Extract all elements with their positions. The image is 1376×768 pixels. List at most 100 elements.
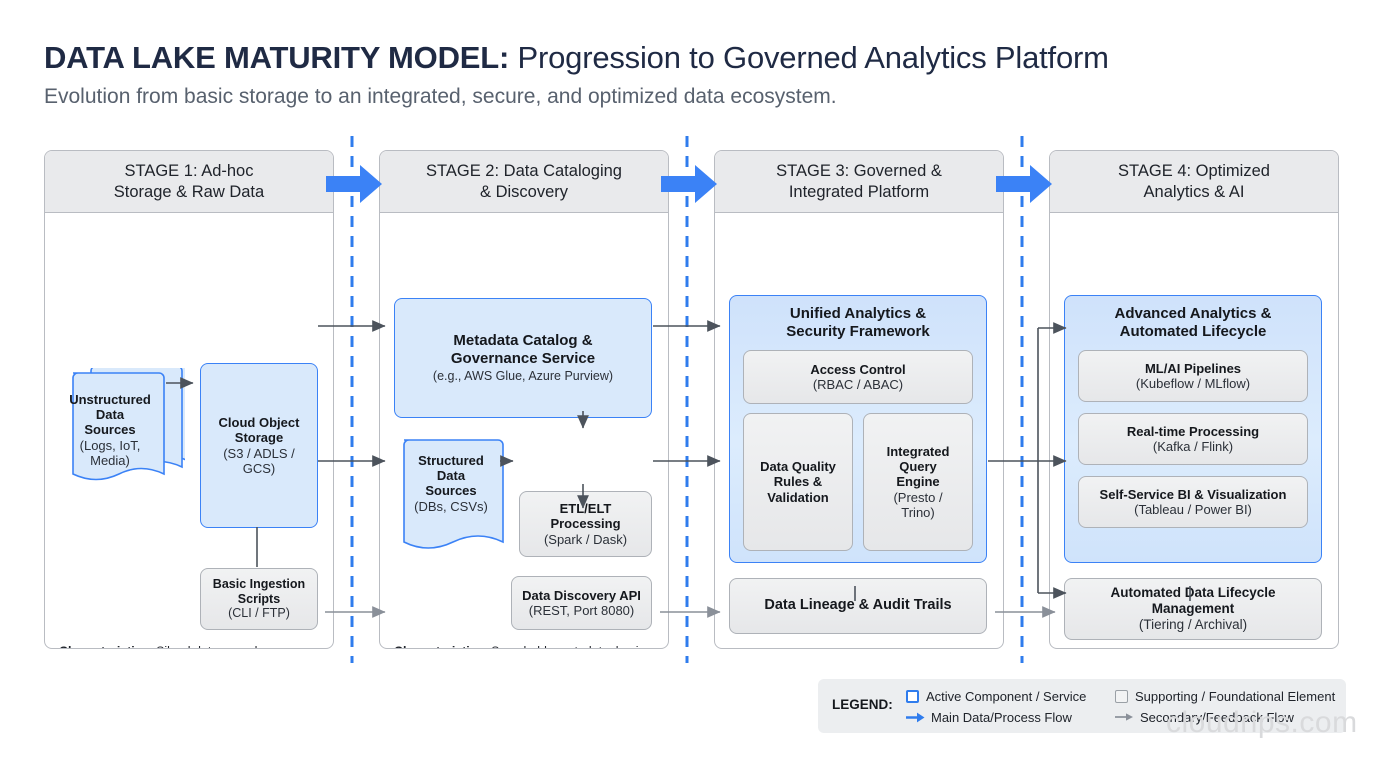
node-structured-data-sources[interactable]: Structured Data Sources (DBs, CSVs) <box>398 435 504 559</box>
stage-2-header-line1: STAGE 2: Data Cataloging <box>426 161 622 180</box>
node-data-quality-rules[interactable]: Data Quality Rules & Validation <box>743 413 853 551</box>
page-title-light: Progression to Governed Analytics Platfo… <box>509 40 1109 75</box>
page-subtitle: Evolution from basic storage to an integ… <box>44 85 837 108</box>
node-integrated-query-engine[interactable]: Integrated Query Engine (Presto / Trino) <box>863 413 973 551</box>
stage-3-characteristics: Characteristics: Defined policies, secur… <box>729 647 991 649</box>
realtime-title-1: Real-time Processing <box>1126 423 1260 439</box>
node-metadata-catalog[interactable]: Metadata Catalog & Governance Service (e… <box>394 298 652 418</box>
legend-item-main-flow-label: Main Data/Process Flow <box>931 710 1072 725</box>
cloud-storage-title-1: Cloud Object <box>218 414 300 430</box>
stage-1-characteristics: Characteristics: Siloed data, no schema,… <box>59 643 321 648</box>
query-engine-title-1: Integrated <box>886 443 950 459</box>
node-basic-ingestion-scripts[interactable]: Basic Ingestion Scripts (CLI / FTP) <box>200 568 318 630</box>
stage-2-header-line2: & Discovery <box>479 182 569 201</box>
realtime-sub-1: (Kafka / Flink) <box>1152 439 1234 454</box>
data-quality-title-1: Data Quality <box>760 459 836 474</box>
framework3-title-1: Unified Analytics & <box>789 305 927 322</box>
unstructured-sub-1: (Logs, IoT, <box>79 437 141 453</box>
ml-pipelines-sub-1: (Kubeflow / MLflow) <box>1135 376 1251 391</box>
active-component-swatch-icon <box>906 690 919 703</box>
query-engine-sub-2: Trino) <box>901 504 935 520</box>
query-engine-title-2: Query <box>899 459 937 474</box>
stage-2-body: Metadata Catalog & Governance Service (e… <box>380 213 668 648</box>
framework3-title-2: Security Framework <box>786 322 930 340</box>
access-control-title-1: Access Control <box>810 361 906 377</box>
stage-4-header-line2: Analytics & AI <box>1143 182 1245 201</box>
discovery-api-sub-1: (REST, Port 8080) <box>528 603 635 618</box>
ingestion-title-1: Basic Ingestion <box>212 576 306 591</box>
unstructured-title-3: Sources <box>84 422 136 438</box>
main-flow-arrow-icon <box>906 712 925 723</box>
stage-4-body: Advanced Analytics & Automated Lifecycle… <box>1050 213 1338 649</box>
stage-1-header-line1: STAGE 1: Ad-hoc <box>124 161 254 180</box>
structured-title-1: Structured <box>418 453 484 468</box>
node-access-control[interactable]: Access Control (RBAC / ABAC) <box>743 350 973 404</box>
query-engine-sub-1: (Presto / <box>893 489 943 505</box>
stage-3-body: Unified Analytics & Security Framework A… <box>715 213 1003 649</box>
framework4-title-1: Advanced Analytics & <box>1114 305 1272 322</box>
legend-item-secondary-flow: Secondary/Feedback Flow <box>1115 710 1294 725</box>
node-realtime-processing[interactable]: Real-time Processing (Kafka / Flink) <box>1078 413 1308 465</box>
structured-title-3: Sources <box>425 483 477 499</box>
stage-panel-3[interactable]: STAGE 3: Governed & Integrated Platform U… <box>714 150 1004 649</box>
stage-4-characteristics-label: Characteristics: <box>1064 648 1158 649</box>
supporting-element-swatch-icon <box>1115 690 1128 703</box>
data-quality-title-3: Validation <box>767 489 829 505</box>
data-quality-title-2: Rules & <box>773 474 823 490</box>
self-service-bi-title-1: Self-Service BI & Visualization <box>1099 486 1287 502</box>
secondary-flow-arrow-icon <box>1115 713 1133 721</box>
stage-4-characteristics: Characteristics: Predictive insights, co… <box>1064 647 1326 649</box>
stage-2-characteristics-text: Searchable metadata, basic schema infere… <box>394 644 645 648</box>
node-self-service-bi[interactable]: Self-Service BI & Visualization (Tableau… <box>1078 476 1308 528</box>
stage-3-header: STAGE 3: Governed & Integrated Platform <box>715 151 1003 213</box>
stage-3-header-line2: Integrated Platform <box>788 182 930 201</box>
node-unstructured-data-sources[interactable]: Unstructured Data Sources (Logs, IoT, Me… <box>65 368 185 504</box>
node-etl-processing[interactable]: ETL/ELT Processing (Spark / Dask) <box>519 491 652 557</box>
ingestion-title-2: Scripts <box>237 591 281 606</box>
legend: LEGEND: Active Component / Service Suppo… <box>818 679 1346 733</box>
legend-item-supporting-element-label: Supporting / Foundational Element <box>1135 689 1336 704</box>
node-cloud-object-storage[interactable]: Cloud Object Storage (S3 / ADLS / GCS) <box>200 363 318 528</box>
framework4-title-2: Automated Lifecycle <box>1119 322 1267 340</box>
structured-title-2: Data <box>436 468 466 484</box>
etl-sub-1: (Spark / Dask) <box>543 531 628 547</box>
stage-panel-2[interactable]: STAGE 2: Data Cataloging & Discovery Meta… <box>379 150 669 649</box>
stage-2-characteristics-label: Characteristics: <box>394 644 488 648</box>
ml-pipelines-title-1: ML/AI Pipelines <box>1144 360 1242 376</box>
cloud-storage-title-2: Storage <box>234 430 284 446</box>
stage-4-characteristics-text: Predictive insights, continuous optimiza… <box>1064 648 1320 649</box>
legend-item-supporting-element: Supporting / Foundational Element <box>1115 689 1335 704</box>
node-ml-ai-pipelines[interactable]: ML/AI Pipelines (Kubeflow / MLflow) <box>1078 350 1308 402</box>
page-title-strong: DATA LAKE MATURITY MODEL: <box>44 40 510 75</box>
lineage-title-1: Data Lineage & Audit Trails <box>764 597 952 614</box>
stage-2-characteristics: Characteristics: Searchable metadata, ba… <box>394 643 656 648</box>
structured-sub-1: (DBs, CSVs) <box>414 498 488 514</box>
stage-3-characteristics-text: Defined policies, secure access, trustwo… <box>729 648 958 649</box>
self-service-bi-sub-1: (Tableau / Power BI) <box>1134 502 1252 517</box>
stage-2-header: STAGE 2: Data Cataloging & Discovery <box>380 151 668 213</box>
ingestion-sub-1: (CLI / FTP) <box>228 606 290 621</box>
stage-1-characteristics-text: Siloed data, no schema, limited visibili… <box>59 644 289 648</box>
etl-title-1: ETL/ELT <box>559 501 612 516</box>
cloud-storage-sub-1: (S3 / ADLS / <box>223 445 295 461</box>
legend-item-main-flow: Main Data/Process Flow <box>906 710 1072 725</box>
legend-item-active-component-label: Active Component / Service <box>926 689 1087 704</box>
legend-item-secondary-flow-label: Secondary/Feedback Flow <box>1140 710 1294 725</box>
stage-4-header-line1: STAGE 4: Optimized <box>1118 161 1270 180</box>
node-automated-lifecycle-management[interactable]: Automated Data Lifecycle Management (Tie… <box>1064 578 1322 640</box>
page-title: DATA LAKE MATURITY MODEL: Progression to… <box>44 40 1344 76</box>
node-data-discovery-api[interactable]: Data Discovery API (REST, Port 8080) <box>511 576 652 630</box>
query-engine-title-3: Engine <box>896 474 940 490</box>
legend-label: LEGEND: <box>832 697 893 712</box>
lifecycle-title-1: Automated Data Lifecycle <box>1110 585 1276 601</box>
lifecycle-title-2: Management <box>1151 601 1235 617</box>
stage-3-header-line1: STAGE 3: Governed & <box>776 161 942 180</box>
node-data-lineage-audit[interactable]: Data Lineage & Audit Trails <box>729 578 987 634</box>
stage-3-characteristics-label: Characteristics: <box>729 648 823 649</box>
metadata-catalog-title-1: Metadata Catalog & <box>453 332 593 350</box>
